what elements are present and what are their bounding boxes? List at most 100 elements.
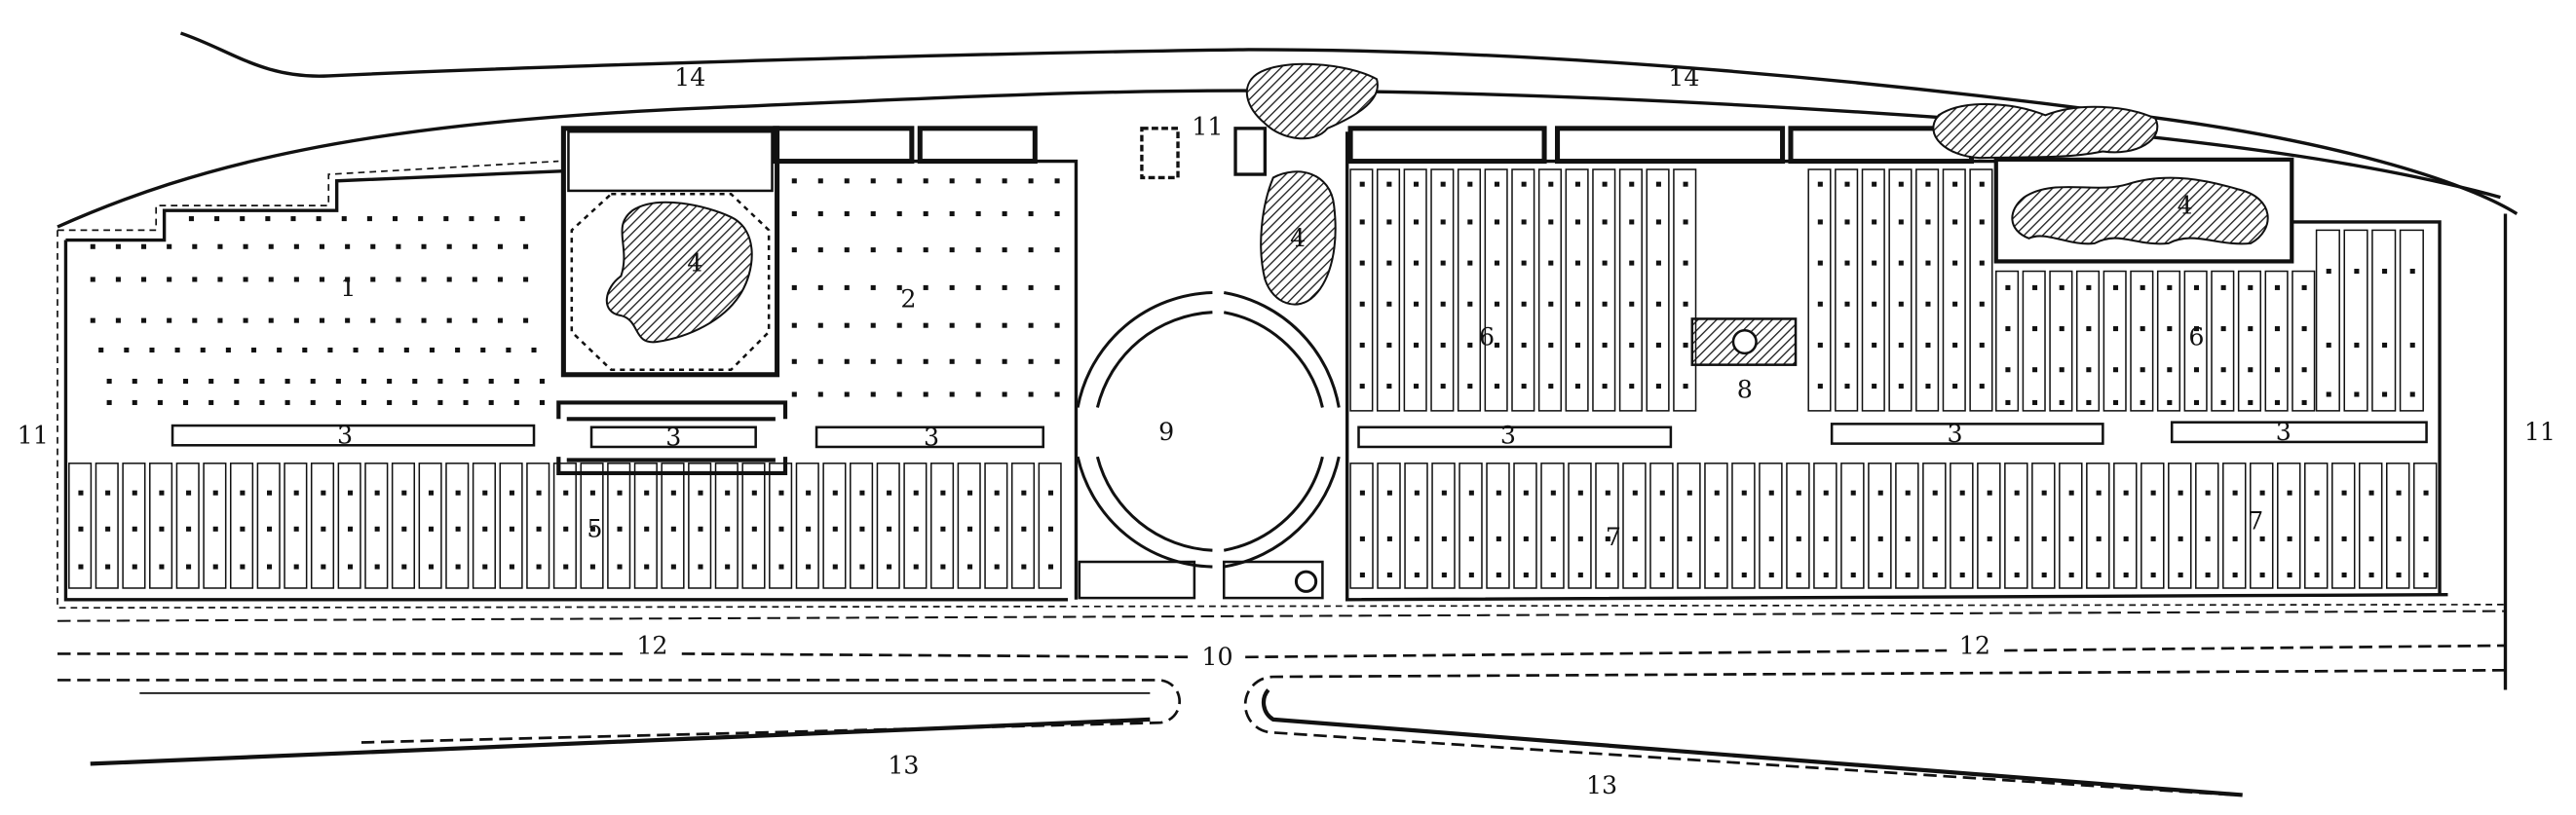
post [1898, 260, 1904, 266]
post [1952, 301, 1958, 307]
post [268, 277, 274, 282]
post [949, 284, 955, 290]
stall-strip [2315, 229, 2340, 412]
label-3: 3 [665, 423, 681, 451]
post [832, 564, 838, 570]
right-garden-enclosure [1993, 157, 2294, 264]
post [366, 216, 372, 222]
building [917, 126, 1038, 165]
stall-strip [2156, 270, 2181, 412]
post [1054, 247, 1060, 253]
post [563, 526, 569, 532]
stall-strip [1403, 168, 1427, 412]
post [141, 277, 147, 282]
post [159, 490, 165, 496]
gatehouse [1140, 127, 1180, 180]
post [844, 284, 850, 290]
post [1413, 219, 1420, 225]
post [396, 317, 401, 323]
post [106, 399, 112, 405]
post [1054, 210, 1060, 217]
post [1414, 536, 1420, 541]
post [243, 243, 248, 249]
stall-strip [1349, 168, 1374, 412]
post [428, 564, 434, 570]
post [2005, 284, 2011, 290]
stall-strip [1995, 270, 2020, 412]
post [887, 526, 892, 532]
label-4: 4 [687, 249, 702, 278]
post [967, 490, 973, 496]
stall-strip [1458, 463, 1483, 589]
post [455, 526, 461, 532]
post [1359, 301, 1365, 307]
post [2301, 326, 2307, 332]
post [2220, 367, 2226, 373]
stall-strip [2049, 270, 2073, 412]
stall-strip [2195, 463, 2219, 589]
post [2274, 367, 2280, 373]
label-10: 10 [1201, 643, 1232, 671]
post [1021, 564, 1027, 570]
post [817, 247, 823, 253]
post [2354, 391, 2360, 397]
post [617, 526, 623, 532]
post [975, 247, 981, 253]
post [1905, 572, 1911, 578]
post [1959, 536, 1965, 541]
post [1898, 181, 1904, 187]
pond-4-right [2011, 176, 2269, 245]
post [360, 378, 367, 385]
post [506, 347, 511, 353]
post [2382, 342, 2388, 348]
post [975, 210, 981, 217]
post [353, 347, 359, 353]
post [387, 399, 393, 405]
post [1413, 384, 1420, 389]
octagonal-walk [570, 193, 771, 371]
post [1959, 490, 1965, 496]
post [412, 378, 418, 385]
post [2326, 342, 2331, 348]
post [2220, 399, 2226, 405]
road-14-outer-line [179, 31, 2519, 215]
post [217, 277, 223, 282]
stall-strip [1977, 463, 2001, 589]
post [310, 378, 316, 385]
hall-3 [589, 426, 757, 449]
post [1028, 178, 1034, 184]
post [896, 247, 902, 253]
stall-strip [1646, 168, 1670, 412]
post [513, 378, 519, 385]
post [1359, 219, 1365, 225]
label-12: 12 [1959, 631, 1990, 659]
post [2220, 326, 2226, 332]
post [923, 284, 928, 290]
post [2014, 572, 2020, 578]
post [1574, 301, 1580, 307]
post [1655, 301, 1661, 307]
post [896, 284, 902, 290]
post [2167, 367, 2173, 373]
post [2086, 367, 2092, 373]
plaza-quadrant-nw [1076, 290, 1213, 408]
post [967, 564, 973, 570]
post [1817, 219, 1823, 225]
label-5: 5 [587, 515, 602, 543]
stall-strip [2059, 463, 2083, 589]
post [844, 178, 850, 184]
post [2123, 572, 2129, 578]
post [293, 564, 299, 570]
hall-3 [170, 424, 536, 447]
post [844, 391, 850, 397]
post [159, 526, 165, 532]
post [90, 243, 95, 249]
stall-strip [1565, 168, 1589, 412]
post [1850, 490, 1856, 496]
post [751, 490, 757, 496]
post [670, 526, 676, 532]
stall-strip [1622, 463, 1647, 589]
post [396, 243, 401, 249]
post [2068, 536, 2074, 541]
post [1872, 342, 1877, 348]
